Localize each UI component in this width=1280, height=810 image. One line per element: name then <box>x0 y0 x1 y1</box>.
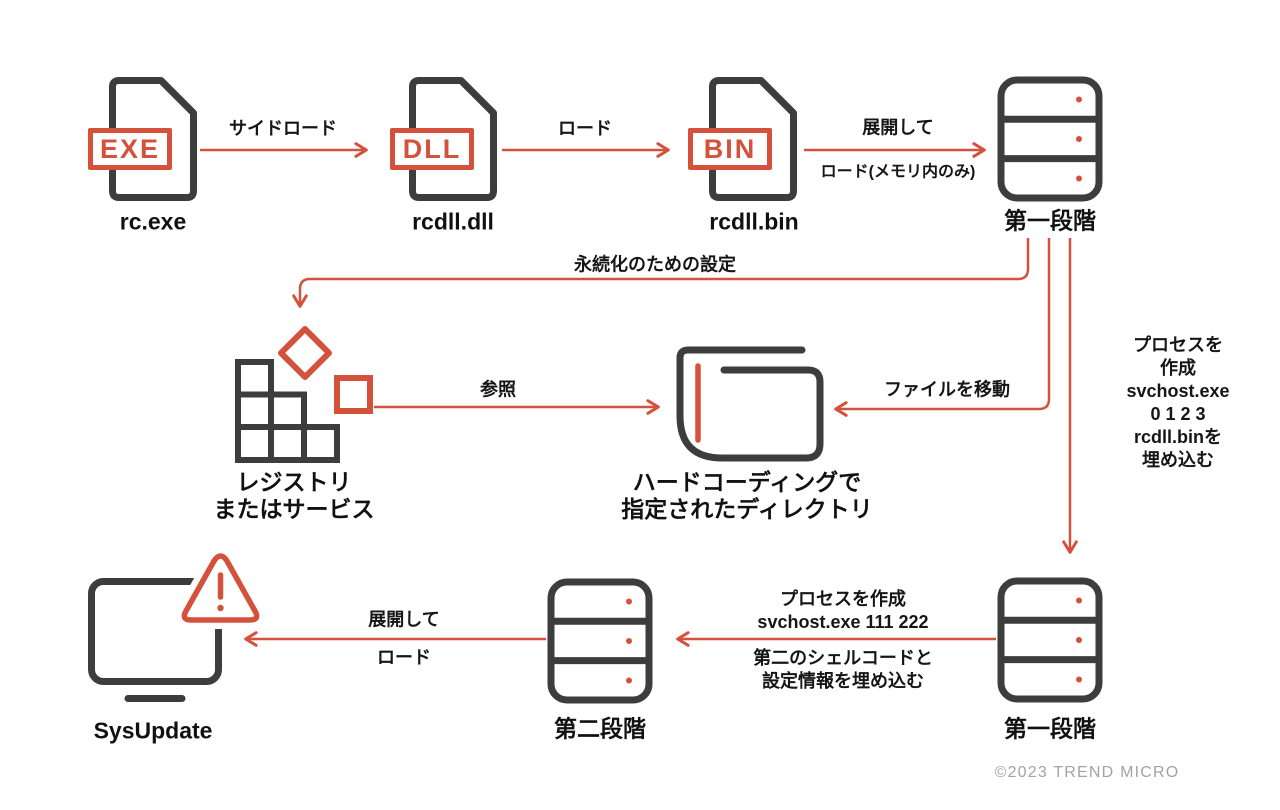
stage2-label: 第二段階 <box>554 715 646 742</box>
registry-blocks-icon <box>235 326 373 463</box>
warning-triangle-icon <box>175 547 266 629</box>
deploy-top-below-label: ロード(メモリ内のみ) <box>820 163 976 181</box>
stage1-bottom-label: 第一段階 <box>1004 715 1096 742</box>
diamond-shape <box>278 326 332 380</box>
copyright-text: ©2023 TREND MICRO <box>994 764 1180 781</box>
create-process-2-below-label: 第二のシェルコードと 設定情報を埋め込む <box>753 648 933 691</box>
deploy-bottom-above-label: 展開して <box>368 609 440 630</box>
arrow-move-file <box>834 238 1051 417</box>
stage1-bottom-stack-icon <box>997 577 1103 703</box>
exe-badge: EXE <box>88 128 172 170</box>
dll-badge: DLL <box>390 128 474 170</box>
persistence-edge-label: 永続化のための設定 <box>574 254 736 275</box>
red-square-shape <box>334 375 373 414</box>
bin-node-label: rcdll.bin <box>709 208 799 235</box>
reference-edge-label: 参照 <box>480 379 516 400</box>
create-process-2-above-label: プロセスを作成 svchost.exe 111 222 <box>757 589 929 632</box>
monitor-icon <box>88 547 266 702</box>
stage1-top-label: 第一段階 <box>1004 207 1096 234</box>
registry-node-label: レジストリ またはサービス <box>213 469 375 522</box>
stage1-top-stack-icon <box>997 76 1103 202</box>
stage2-stack-icon <box>547 578 653 704</box>
document-scroll-icon <box>676 346 824 462</box>
arrow-persistence <box>292 238 1030 308</box>
sideload-edge-label: サイドロード <box>229 118 337 139</box>
deploy-bottom-below-label: ロード <box>377 647 431 668</box>
exe-node-label: rc.exe <box>119 208 187 235</box>
create-process-1-label: プロセスを作成 svchost.exe 0 1 2 3 rcdll.binを埋め… <box>1126 335 1230 470</box>
deploy-top-above-label: 展開して <box>862 117 934 138</box>
bin-badge: BIN <box>688 128 772 170</box>
load-edge-label: ロード <box>558 118 612 139</box>
dll-node-label: rcdll.dll <box>412 208 494 235</box>
directory-node-label: ハードコーディングで 指定されたディレクトリ <box>621 469 873 522</box>
move-file-edge-label: ファイルを移動 <box>884 379 1010 400</box>
sysupdate-label: SysUpdate <box>93 717 213 744</box>
